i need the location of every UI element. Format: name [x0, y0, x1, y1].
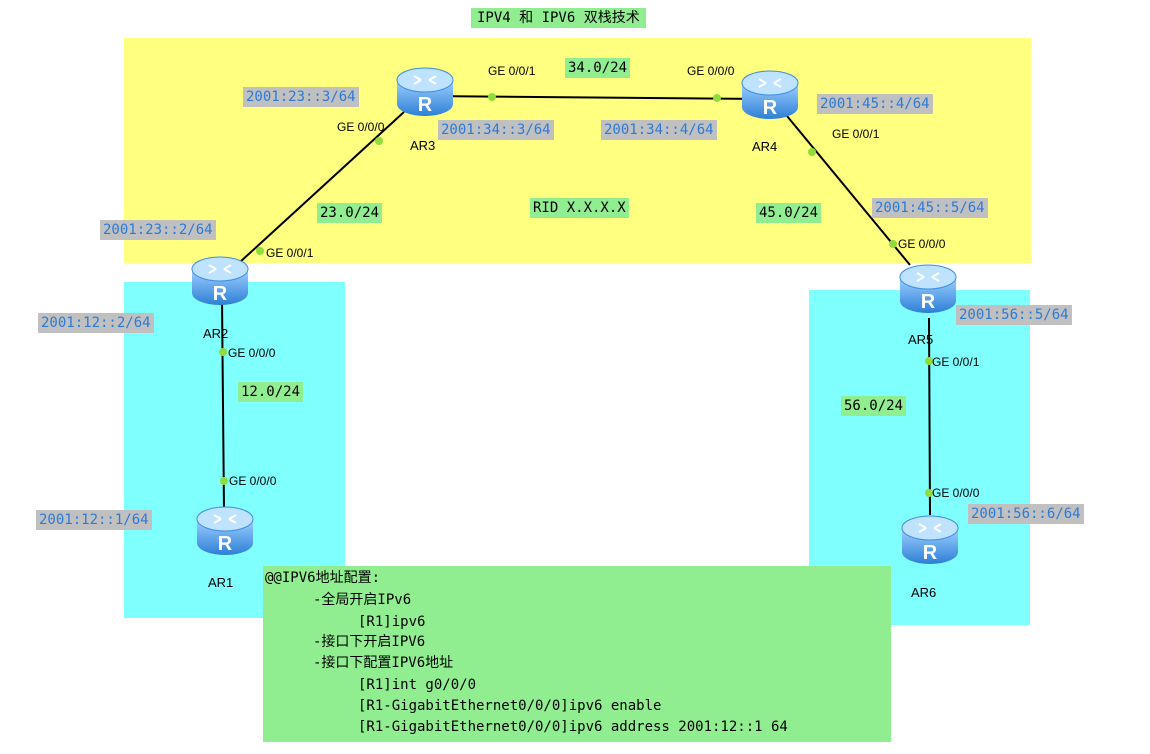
svg-text:R: R	[923, 542, 938, 564]
port-label: GE 0/0/0	[687, 64, 735, 78]
port-label: GE 0/0/0	[229, 474, 277, 488]
page-title: IPV4 和 IPV6 双栈技术	[471, 8, 646, 28]
router-icon[interactable]: R	[739, 67, 801, 125]
router-icon[interactable]: R	[897, 261, 959, 319]
notes-line: [R1-GigabitEthernet0/0/0]ipv6 enable	[358, 698, 662, 714]
subnet-label-23: 23.0/24	[317, 203, 383, 223]
ipv6-label: 2001:23::3/64	[243, 87, 359, 107]
ipv6-label: 2001:56::6/64	[968, 504, 1084, 524]
port-label: GE 0/0/1	[832, 127, 880, 141]
notes-line: -全局开启IPv6	[313, 592, 412, 608]
svg-text:R: R	[213, 283, 228, 305]
ipv6-label: 2001:45::4/64	[817, 94, 933, 114]
notes-line: [R1-GigabitEthernet0/0/0]ipv6 address 20…	[358, 719, 788, 735]
svg-text:R: R	[418, 94, 433, 116]
port-dot	[925, 489, 933, 497]
ipv6-label: 2001:12::1/64	[36, 510, 152, 530]
router-label-ar3: AR3	[410, 138, 436, 153]
notes-line: -接口下配置IPV6地址	[313, 655, 454, 671]
ipv6-label: 2001:12::2/64	[38, 313, 154, 333]
port-dot	[889, 240, 897, 248]
port-dot	[488, 93, 496, 101]
port-dot	[713, 94, 721, 102]
port-dot	[219, 348, 227, 356]
router-label-ar1: AR1	[208, 575, 234, 590]
router-label-ar5: AR5	[908, 332, 934, 347]
port-label: GE 0/0/0	[337, 120, 385, 134]
cyan-area-left	[124, 282, 345, 618]
link-ar3-ar4	[424, 95, 771, 100]
ipv6-label: 2001:56::5/64	[956, 305, 1072, 325]
svg-text:R: R	[763, 97, 778, 119]
router-label-ar2: AR2	[203, 326, 229, 341]
notes-line: @@IPV6地址配置:	[265, 570, 381, 586]
subnet-label-12: 12.0/24	[238, 382, 304, 402]
router-id-label: RID X.X.X.X	[530, 198, 629, 218]
router-label-ar4: AR4	[752, 139, 778, 154]
ipv6-label: 2001:45::5/64	[872, 198, 988, 218]
router-icon[interactable]: R	[899, 512, 961, 570]
svg-text:R: R	[218, 533, 233, 555]
svg-text:R: R	[921, 291, 936, 313]
router-icon[interactable]: R	[189, 253, 251, 311]
notes-line: -接口下开启IPV6	[313, 634, 426, 650]
subnet-label-45: 45.0/24	[756, 203, 822, 223]
port-dot	[925, 357, 933, 365]
port-dot	[256, 247, 264, 255]
port-label: GE 0/0/0	[932, 486, 980, 500]
link-ar5-ar6	[928, 317, 931, 516]
port-label: GE 0/0/0	[228, 346, 276, 360]
port-dot	[220, 477, 228, 485]
notes-line: [R1]ipv6	[358, 614, 426, 630]
subnet-label-56: 56.0/24	[841, 396, 907, 416]
port-label: GE 0/0/0	[898, 237, 946, 251]
ipv6-label: 2001:34::3/64	[438, 120, 554, 140]
ipv6-label: 2001:23::2/64	[100, 220, 216, 240]
link-ar2-ar3	[227, 111, 405, 274]
router-icon[interactable]: R	[194, 503, 256, 561]
port-label: GE 0/0/1	[266, 246, 314, 260]
port-dot	[808, 148, 816, 156]
config-notes: @@IPV6地址配置: -全局开启IPv6 [R1]ipv6 -接口下开启IPV…	[263, 566, 891, 742]
port-label: GE 0/0/1	[488, 64, 536, 78]
port-dot	[375, 137, 383, 145]
notes-line: [R1]int g0/0/0	[358, 677, 477, 693]
ipv6-label: 2001:34::4/64	[601, 120, 717, 140]
router-icon[interactable]: R	[394, 64, 456, 122]
link-ar1-ar2	[221, 299, 225, 511]
port-label: GE 0/0/1	[932, 355, 980, 369]
subnet-label-34: 34.0/24	[565, 58, 631, 78]
router-label-ar6: AR6	[911, 585, 937, 600]
link-ar4-ar5	[786, 115, 911, 266]
